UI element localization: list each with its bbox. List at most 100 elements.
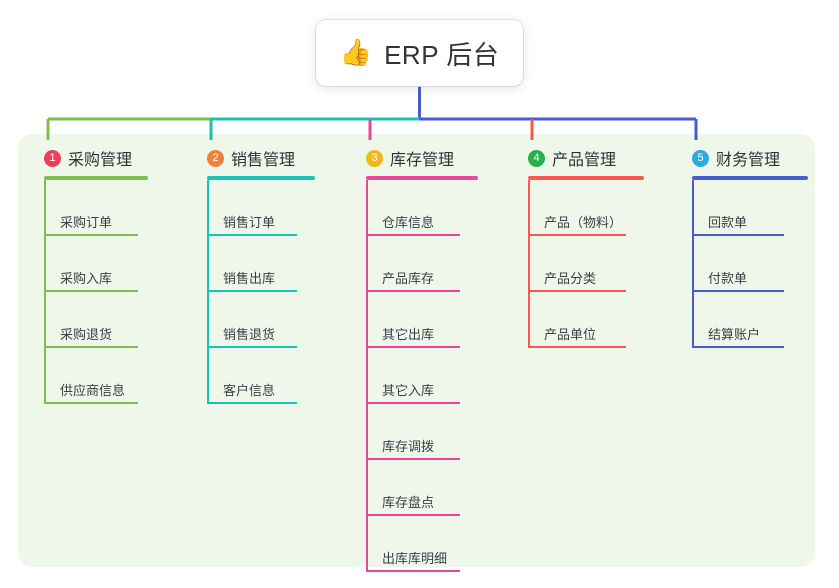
leaf-node[interactable]: 库存盘点: [366, 460, 478, 516]
leaf-underline: [209, 346, 297, 348]
leaf-underline: [694, 234, 784, 236]
leaf-underline: [368, 402, 460, 404]
leaf-list: 采购订单采购入库采购退货供应商信息: [44, 180, 148, 404]
leaf-spine: [692, 180, 694, 348]
thumbs-up-icon: 👍: [339, 38, 373, 68]
branch-header-3[interactable]: 3 库存管理: [366, 146, 478, 170]
leaf-node[interactable]: 其它入库: [366, 348, 478, 404]
branch-column-3: 3 库存管理仓库信息产品库存其它出库其它入库库存调拨库存盘点出库库明细: [366, 146, 478, 572]
leaf-underline: [530, 234, 626, 236]
leaf-underline: [694, 346, 784, 348]
leaf-node[interactable]: 采购入库: [44, 236, 148, 292]
leaf-underline: [46, 290, 138, 292]
branch-underline: [528, 176, 644, 180]
leaf-label: 销售出库: [223, 271, 276, 286]
leaf-underline: [209, 290, 297, 292]
leaf-underline: [368, 346, 460, 348]
leaf-label: 产品单位: [544, 327, 597, 342]
leaf-node[interactable]: 结算账户: [692, 292, 808, 348]
leaf-node[interactable]: 客户信息: [207, 348, 315, 404]
branch-title: 财务管理: [716, 152, 781, 169]
leaf-list: 产品（物料） 产品分类产品单位: [528, 180, 644, 348]
leaf-label: 出库库明细: [382, 551, 448, 566]
leaf-node[interactable]: 库存调拨: [366, 404, 478, 460]
leaf-label: 销售退货: [223, 327, 276, 342]
branch-number-badge: 4: [528, 149, 545, 167]
leaf-list: 仓库信息产品库存其它出库其它入库库存调拨库存盘点出库库明细: [366, 180, 478, 572]
leaf-spine: [44, 180, 46, 404]
root-title: ERP 后台: [384, 39, 500, 70]
leaf-underline: [46, 234, 138, 236]
leaf-underline: [209, 402, 297, 404]
leaf-label: 库存盘点: [382, 495, 435, 510]
leaf-spine: [207, 180, 209, 404]
leaf-label: 库存调拨: [382, 439, 435, 454]
leaf-node[interactable]: 产品分类: [528, 236, 644, 292]
leaf-label: 产品库存: [382, 271, 435, 286]
leaf-node[interactable]: 其它出库: [366, 292, 478, 348]
branch-number-badge: 3: [366, 149, 383, 167]
leaf-node[interactable]: 付款单: [692, 236, 808, 292]
diagram-panel: [18, 134, 815, 567]
branch-column-1: 1 采购管理采购订单采购入库采购退货供应商信息: [44, 146, 148, 404]
branch-header-1[interactable]: 1 采购管理: [44, 146, 148, 170]
leaf-list: 销售订单销售出库销售退货客户信息: [207, 180, 315, 404]
leaf-label: 仓库信息: [382, 215, 435, 230]
leaf-label: 采购订单: [60, 215, 113, 230]
leaf-label: 其它入库: [382, 383, 435, 398]
leaf-spine: [528, 180, 530, 348]
leaf-underline: [209, 234, 297, 236]
leaf-node[interactable]: 销售出库: [207, 236, 315, 292]
branch-header-4[interactable]: 4 产品管理: [528, 146, 644, 170]
branch-number-badge: 1: [44, 149, 61, 167]
leaf-node[interactable]: 产品单位: [528, 292, 644, 348]
branch-column-4: 4 产品管理产品（物料） 产品分类产品单位: [528, 146, 644, 348]
leaf-underline: [368, 514, 460, 516]
leaf-list: 回款单付款单结算账户: [692, 180, 808, 348]
branch-title: 产品管理: [552, 152, 617, 169]
leaf-label: 结算账户: [708, 327, 761, 342]
leaf-node[interactable]: 产品库存: [366, 236, 478, 292]
root-node[interactable]: 👍 ERP 后台: [316, 20, 523, 86]
leaf-label: 客户信息: [223, 383, 276, 398]
leaf-spine: [366, 180, 368, 572]
leaf-label: 其它出库: [382, 327, 435, 342]
leaf-underline: [530, 290, 626, 292]
leaf-label: 回款单: [708, 215, 748, 230]
leaf-underline: [530, 346, 626, 348]
leaf-node[interactable]: 产品（物料）: [528, 180, 644, 236]
branch-column-5: 5 财务管理回款单付款单结算账户: [692, 146, 808, 348]
branch-number-badge: 2: [207, 149, 224, 167]
branch-underline: [692, 176, 808, 180]
branch-underline: [207, 176, 315, 180]
leaf-underline: [46, 346, 138, 348]
leaf-underline: [368, 458, 460, 460]
branch-column-2: 2 销售管理销售订单销售出库销售退货客户信息: [207, 146, 315, 404]
branch-header-5[interactable]: 5 财务管理: [692, 146, 808, 170]
branch-number-badge: 5: [692, 149, 709, 167]
leaf-underline: [368, 234, 460, 236]
leaf-node[interactable]: 销售订单: [207, 180, 315, 236]
leaf-node[interactable]: 销售退货: [207, 292, 315, 348]
leaf-node[interactable]: 采购订单: [44, 180, 148, 236]
leaf-node[interactable]: 采购退货: [44, 292, 148, 348]
branch-title: 销售管理: [231, 152, 296, 169]
leaf-underline: [694, 290, 784, 292]
leaf-label: 供应商信息: [60, 383, 126, 398]
branch-title: 采购管理: [68, 152, 133, 169]
leaf-label: 产品分类: [544, 271, 597, 286]
branch-title: 库存管理: [390, 152, 455, 169]
branch-underline: [44, 176, 148, 180]
leaf-underline: [46, 402, 138, 404]
leaf-node[interactable]: 回款单: [692, 180, 808, 236]
leaf-label: 采购退货: [60, 327, 113, 342]
leaf-label: 采购入库: [60, 271, 113, 286]
leaf-node[interactable]: 供应商信息: [44, 348, 148, 404]
leaf-node[interactable]: 出库库明细: [366, 516, 478, 572]
branch-header-2[interactable]: 2 销售管理: [207, 146, 315, 170]
leaf-label: 付款单: [708, 271, 748, 286]
leaf-label: 销售订单: [223, 215, 276, 230]
leaf-label: 产品（物料）: [544, 215, 623, 230]
leaf-node[interactable]: 仓库信息: [366, 180, 478, 236]
